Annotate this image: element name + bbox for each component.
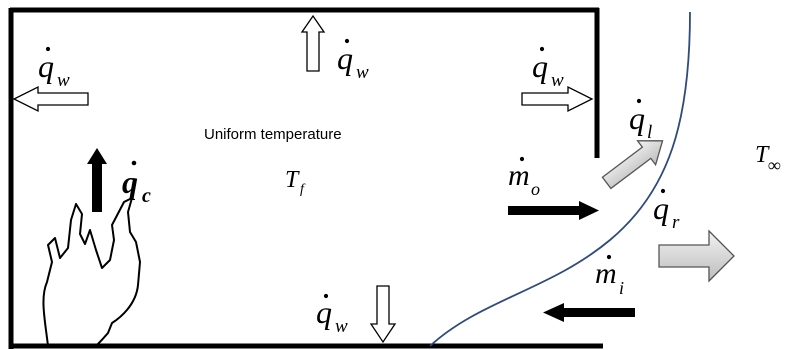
mass-in-label: m i xyxy=(595,254,624,298)
vent-heat-loss-label: q l xyxy=(629,98,652,143)
svg-text:q: q xyxy=(653,190,669,226)
svg-text:q: q xyxy=(532,48,548,84)
radiative-heat-label: q r xyxy=(653,188,680,233)
floor-heat-label: q w xyxy=(316,293,348,337)
right-wall-heat-label: q w xyxy=(532,46,564,91)
svg-text:q: q xyxy=(629,100,645,136)
vent-boundary-curve xyxy=(429,11,691,347)
svg-text:∞: ∞ xyxy=(768,155,781,175)
ambient-temperature-label: T ∞ xyxy=(755,142,781,175)
mass-out-label: m o xyxy=(508,156,540,199)
convective-heat-label: q c xyxy=(122,160,151,207)
svg-text:q: q xyxy=(316,294,332,330)
svg-text:m: m xyxy=(508,159,530,192)
svg-text:r: r xyxy=(672,212,680,233)
svg-text:w: w xyxy=(551,70,564,91)
flame-icon xyxy=(42,197,141,347)
svg-text:T: T xyxy=(755,142,770,168)
left-wall-heat-arrow xyxy=(12,85,89,113)
fire-temperature-label: T f xyxy=(285,167,306,197)
mass-in-arrow xyxy=(543,303,635,322)
compartment-walls xyxy=(8,7,603,349)
radiative-heat-arrow xyxy=(658,229,735,283)
svg-text:q: q xyxy=(337,40,353,76)
svg-text:w: w xyxy=(356,62,369,83)
svg-text:c: c xyxy=(142,185,151,207)
svg-text:w: w xyxy=(57,70,70,91)
svg-text:l: l xyxy=(647,122,652,143)
left-wall-heat-label: q w xyxy=(38,46,70,91)
top-wall-heat-label: q w xyxy=(337,38,369,83)
top-wall-heat-arrow xyxy=(300,14,326,72)
svg-text:f: f xyxy=(300,182,306,197)
mass-out-arrow xyxy=(508,201,599,220)
floor-heat-arrow xyxy=(369,285,397,344)
svg-text:w: w xyxy=(335,316,348,337)
svg-text:i: i xyxy=(619,278,624,298)
svg-text:o: o xyxy=(531,179,540,199)
right-wall-heat-arrow xyxy=(521,85,594,113)
svg-text:T: T xyxy=(285,167,300,193)
convective-heat-arrow xyxy=(87,148,107,212)
svg-text:m: m xyxy=(595,257,617,290)
center-description: Uniform temperature xyxy=(204,126,342,143)
svg-text:q: q xyxy=(38,48,54,84)
vent-heat-loss-arrow xyxy=(601,140,664,190)
svg-text:q: q xyxy=(122,164,138,200)
